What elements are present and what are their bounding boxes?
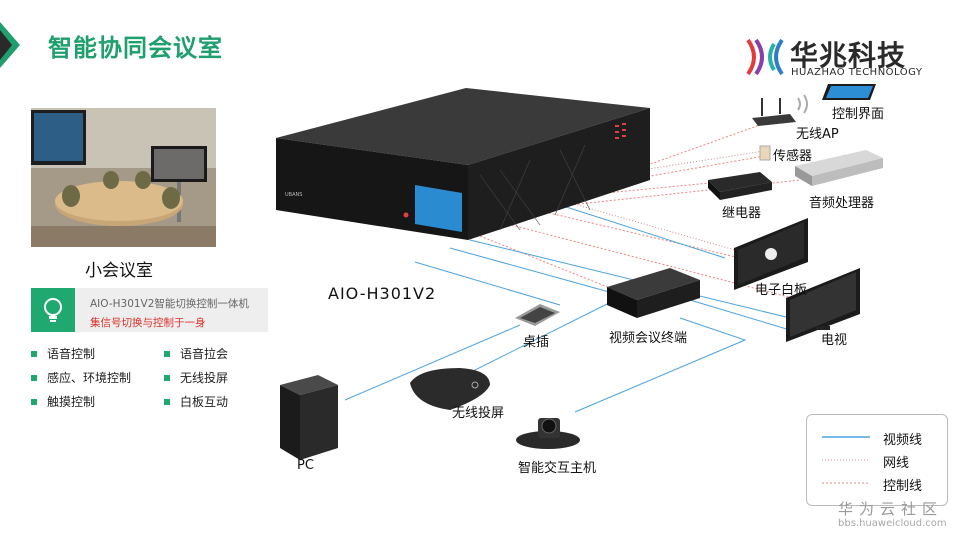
sensor-icon <box>759 145 771 161</box>
lightbulb-icon <box>31 288 75 332</box>
video-line-whiteboard <box>559 204 726 259</box>
whiteboard-icon <box>734 218 808 290</box>
pc-icon <box>280 375 338 460</box>
feature-item: 语音控制 <box>31 345 95 362</box>
feature-item: 感应、环境控制 <box>31 369 131 386</box>
video-line-cast <box>454 299 616 381</box>
control-ui-tablet-icon <box>822 84 876 100</box>
smart-host-icon <box>516 418 580 449</box>
bullet-icon <box>31 374 37 381</box>
feature-item: 语音拉会 <box>164 345 228 362</box>
legend-network-label: 网线 <box>883 456 910 471</box>
product-info-line1: AIO-H301V2智能切换控制一体机 <box>90 298 249 310</box>
feature-item: 白板互动 <box>164 393 228 410</box>
tv-icon <box>786 268 860 342</box>
room-label: 小会议室 <box>85 261 153 281</box>
wireless-cast-icon <box>410 368 490 410</box>
label-audio-processor: 音频处理器 <box>809 196 875 211</box>
feature-item: 触摸控制 <box>31 393 95 410</box>
logo-subtitle: HUAZHAO TECHNOLOGY <box>791 67 923 78</box>
video-line-terminal-tv <box>689 299 791 331</box>
control-line-ap <box>627 124 761 173</box>
logo-name: 华兆科技 <box>790 39 907 72</box>
label-device-model: AIO-H301V2 <box>328 284 437 303</box>
video-line-desk <box>414 261 561 306</box>
wifi-icon <box>797 94 808 114</box>
aio-h301v2-device <box>276 88 650 240</box>
label-desk-socket: 桌插 <box>523 335 550 350</box>
watermark-cn: 华为云社区 <box>838 500 944 518</box>
label-smart-host: 智能交互主机 <box>518 461 597 476</box>
legend-box <box>806 414 948 506</box>
bullet-icon <box>164 398 170 405</box>
huazhao-logo-icon <box>746 38 784 76</box>
control-line-sensor <box>627 154 771 181</box>
watermark-url: bbs.huaweicloud.com <box>838 518 947 529</box>
legend-control-label: 控制线 <box>883 479 923 494</box>
video-line-terminal-in <box>449 247 621 296</box>
network-line-whiteboard <box>559 199 736 251</box>
bullet-icon <box>31 350 37 357</box>
relay-icon <box>708 172 772 200</box>
label-pc: PC <box>297 458 314 473</box>
label-vc-terminal: 视频会议终端 <box>609 331 688 346</box>
bullet-icon <box>31 398 37 405</box>
label-whiteboard: 电子白板 <box>755 283 808 298</box>
legend-video-label: 视频线 <box>883 433 923 448</box>
label-wireless-ap: 无线AP <box>796 127 839 142</box>
vc-terminal-icon <box>607 268 700 318</box>
label-sensor: 传感器 <box>773 149 813 164</box>
product-info-line2: 集信号切换与控制于一身 <box>90 317 206 329</box>
video-line-host <box>574 317 747 413</box>
control-line-relay <box>584 181 721 196</box>
page-title: 智能协同会议室 <box>48 34 223 62</box>
control-line-whiteboard <box>544 211 741 259</box>
device-brand: UBANS <box>285 192 302 198</box>
desk-socket-icon <box>515 304 560 326</box>
control-line-terminal <box>479 235 616 291</box>
title-accent-shape <box>0 22 20 68</box>
video-line-tv <box>469 239 791 319</box>
audio-processor-icon <box>795 150 883 186</box>
label-control-ui: 控制界面 <box>832 107 885 122</box>
bullet-icon <box>164 350 170 357</box>
meeting-room-photo <box>31 108 216 247</box>
bullet-icon <box>164 374 170 381</box>
feature-item: 无线投屏 <box>164 369 228 386</box>
label-tv: 电视 <box>821 333 848 348</box>
label-wireless-cast: 无线投屏 <box>452 406 505 421</box>
label-relay: 继电器 <box>722 206 762 221</box>
video-line-pc <box>344 324 521 401</box>
wireless-ap-icon <box>752 98 796 126</box>
